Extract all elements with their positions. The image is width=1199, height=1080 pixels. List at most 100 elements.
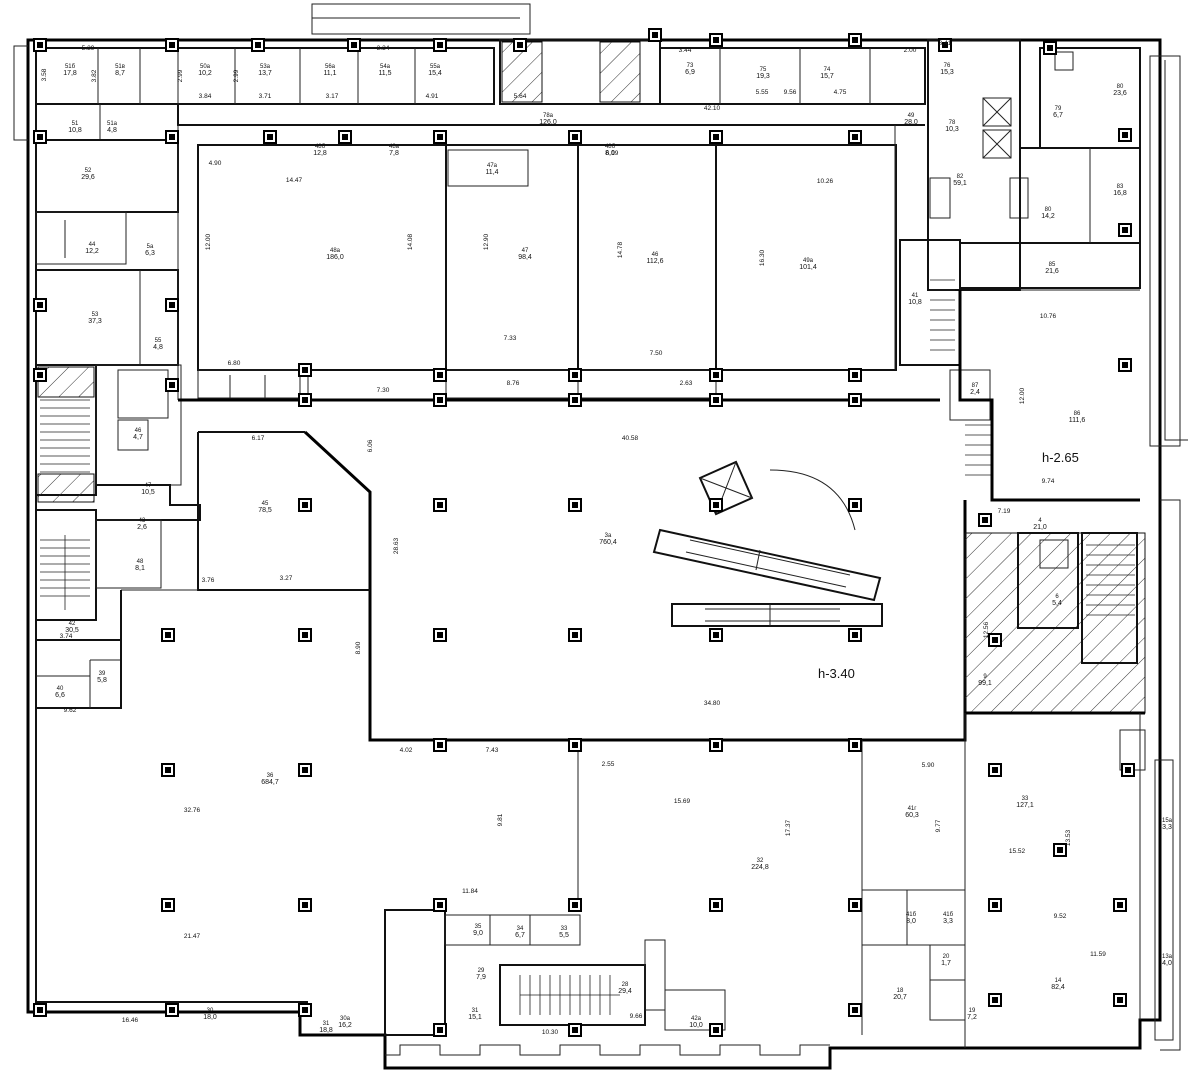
column-core: [302, 767, 308, 773]
room-area: 4,8: [153, 344, 163, 351]
room-number: 29: [478, 968, 485, 974]
room-number: 6: [1055, 594, 1059, 600]
column-core: [852, 397, 858, 403]
room-number: 31: [323, 1021, 330, 1027]
column-core: [37, 134, 43, 140]
column-core: [852, 742, 858, 748]
room-area: 8,0: [605, 150, 615, 157]
dimension-label: 4.02: [400, 747, 413, 754]
room-number: 51: [72, 121, 79, 127]
column-core: [169, 134, 175, 140]
room-area: 5,5: [559, 932, 569, 939]
room-area: 10,2: [198, 70, 212, 77]
room-area: 82,4: [1051, 984, 1065, 991]
column-core: [169, 42, 175, 48]
column-core: [169, 1007, 175, 1013]
dimension-label: 42.10: [704, 105, 721, 112]
room-area: 59,1: [953, 180, 967, 187]
room-area: 20,7: [893, 994, 907, 1001]
room-number: 42a: [691, 1016, 702, 1022]
room-number: 47: [522, 248, 529, 254]
column-core: [992, 767, 998, 773]
dimension-label: 40.58: [622, 435, 639, 442]
west-rooms: [35, 139, 201, 709]
column-core: [852, 502, 858, 508]
dimension-label: 10.76: [1040, 313, 1057, 320]
dimension-label: 13.53: [1065, 829, 1072, 846]
dimension-label: 10.30: [542, 1029, 559, 1036]
room-area: 15,4: [428, 70, 442, 77]
room-number: 78: [949, 120, 956, 126]
room-number: 79: [1055, 106, 1062, 112]
column-core: [165, 767, 171, 773]
dimension-label: 12.00: [205, 233, 212, 250]
room-area: 15,3: [940, 69, 954, 76]
room-area: 11,5: [378, 70, 391, 77]
room-number: 39: [99, 671, 106, 677]
room-number: 40: [57, 686, 64, 692]
column-core: [852, 902, 858, 908]
column-core: [572, 134, 578, 140]
column-core: [992, 997, 998, 1003]
room-number: 80: [1117, 84, 1124, 90]
room-number: 53: [92, 312, 99, 318]
column-core: [437, 902, 443, 908]
room-area: 4,0: [1162, 960, 1172, 967]
column-core: [572, 632, 578, 638]
room-number: 73: [687, 63, 694, 69]
room-number: 87: [972, 383, 979, 389]
room-number: 82: [957, 174, 964, 180]
dimension-label: 2.63: [680, 380, 693, 387]
room-area: 1,7: [941, 960, 951, 967]
dimension-label: 5.55: [756, 89, 769, 96]
dimension-label: 12.90: [483, 233, 490, 250]
column-core: [437, 134, 443, 140]
room-number: 20: [943, 954, 950, 960]
column-core: [652, 32, 658, 38]
room-area: 7,8: [389, 150, 399, 157]
column-core: [572, 1027, 578, 1033]
room-number: 31: [472, 1008, 479, 1014]
ceiling-height-label: h-2.65: [1042, 450, 1079, 465]
column-core: [267, 134, 273, 140]
column-core: [1122, 362, 1128, 368]
dimension-label: 2.55: [602, 761, 615, 768]
dimension-label: 14.47: [286, 177, 303, 184]
dimension-label: 3.82: [91, 69, 98, 82]
room-area: 6,6: [55, 692, 65, 699]
room-area: 224,8: [751, 864, 769, 871]
dimension-label: 4.91: [426, 93, 439, 100]
room-area: 14,2: [1041, 213, 1055, 220]
room-number: 36: [267, 773, 274, 779]
dimension-label: 11.59: [1090, 951, 1106, 958]
dimension-label: 9.81: [497, 813, 504, 826]
dimension-label: 5.90: [922, 762, 935, 769]
room-area: 3,3: [943, 918, 953, 925]
column-core: [713, 632, 719, 638]
room-number: 41б: [943, 912, 954, 918]
room-area: 101,4: [799, 264, 817, 271]
room-area: 127,1: [1016, 802, 1034, 809]
dimension-label: 7.43: [486, 747, 499, 754]
column-core: [302, 502, 308, 508]
room-number: 35: [475, 924, 482, 930]
room-area: 12,2: [85, 248, 99, 255]
room-number: 15a: [1162, 818, 1173, 824]
room-area: 6,7: [1053, 112, 1063, 119]
column-core: [437, 632, 443, 638]
column-core: [37, 372, 43, 378]
dimension-label: 3.17: [326, 93, 339, 100]
dimension-label: 3.44: [679, 47, 692, 54]
room-area: 11,4: [485, 169, 498, 176]
stair-north-east: [930, 279, 955, 351]
room-area: 18,8: [319, 1027, 333, 1034]
room-area: 99,1: [978, 680, 992, 687]
column-core: [169, 382, 175, 388]
escalator-lower: [671, 603, 883, 627]
room-area: 3,3: [1162, 824, 1172, 831]
room-area: 28,0: [904, 119, 918, 126]
room-number: 45: [262, 501, 269, 507]
column-core: [437, 397, 443, 403]
dimension-label: 15.52: [1009, 848, 1026, 855]
room-number: 9: [983, 674, 987, 680]
